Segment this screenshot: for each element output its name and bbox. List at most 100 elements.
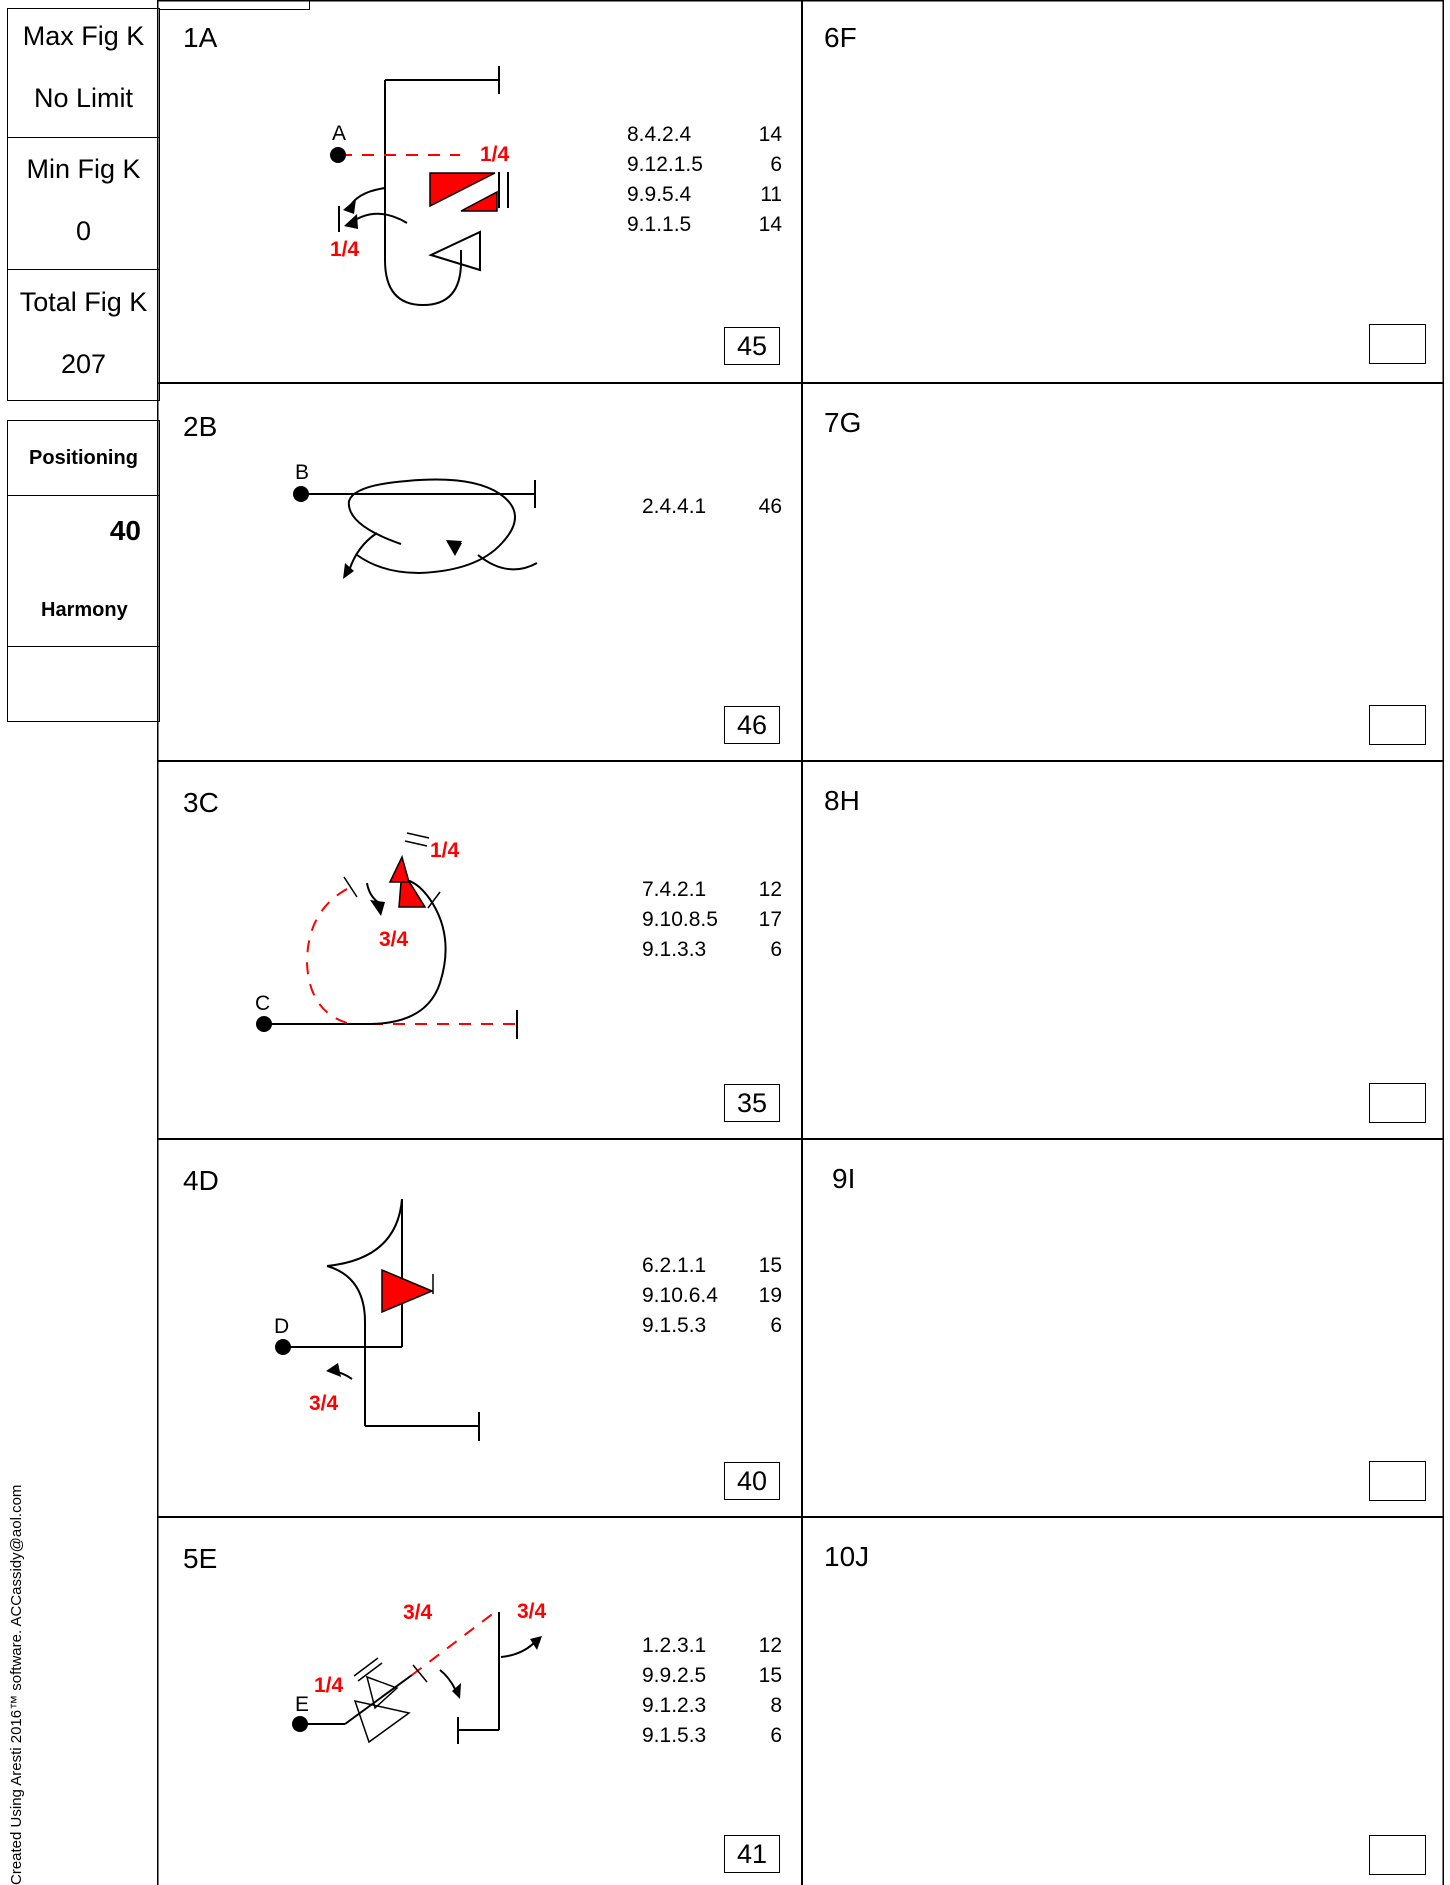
start-letter: E — [295, 1693, 310, 1716]
figure-k-total: 35 — [724, 1084, 780, 1122]
figure-panel-10J[interactable]: 10J — [802, 1517, 1444, 1885]
catalog-k: 14 — [758, 213, 782, 236]
positioning-value: 40 — [109, 515, 141, 546]
figure-number: 4D — [183, 1165, 219, 1196]
catalog-code: 9.1.2.3 — [642, 1694, 707, 1717]
figure-number: 8H — [824, 785, 860, 816]
catalog-k: 12 — [758, 878, 782, 901]
catalog-k: 14 — [758, 123, 782, 146]
start-dot — [330, 147, 346, 163]
roll-label: 1/4 — [330, 238, 360, 261]
catalog-k: 6 — [770, 938, 782, 961]
max-fig-k-value: No Limit — [33, 83, 134, 113]
catalog-code: 1.2.3.1 — [642, 1634, 707, 1657]
snap-roll-triangle — [381, 1268, 434, 1314]
catalog-row: 9.10.6.4 19 — [627, 1281, 782, 1311]
catalog-code: 7.4.2.1 — [642, 878, 707, 901]
figure-k-total — [1369, 324, 1426, 364]
roll-label: 1/4 — [314, 1674, 344, 1697]
divider — [8, 269, 159, 270]
roll-label: 3/4 — [517, 1600, 547, 1623]
catalog-k: 8 — [770, 1694, 782, 1717]
figure-panel-7G[interactable]: 7G — [802, 383, 1444, 761]
start-letter: B — [295, 461, 310, 484]
snap-roll-triangle — [429, 172, 496, 208]
figure-k-total — [1369, 1835, 1426, 1875]
summary-box: Max Fig K No Limit Min Fig K 0 Total Fig… — [7, 8, 160, 401]
catalog-code: 9.1.3.3 — [642, 938, 707, 961]
roll-label: 3/4 — [309, 1392, 339, 1415]
figure-2B-diagram — [293, 478, 538, 579]
catalog-k: 6 — [770, 153, 782, 176]
snap-roll-triangle — [388, 854, 410, 883]
catalog-k: 15 — [758, 1254, 782, 1277]
catalog-code: 9.12.1.5 — [627, 153, 703, 176]
figure-grid — [157, 0, 1444, 1885]
roll-label: 3/4 — [379, 928, 409, 951]
catalog-k: 17 — [758, 908, 782, 931]
start-letter: D — [274, 1315, 290, 1338]
catalog-code: 9.10.6.4 — [642, 1284, 718, 1307]
catalog-row: 9.1.1.5 14 — [627, 210, 782, 240]
snap-roll-triangle — [353, 1699, 411, 1744]
figure-4D-diagram — [275, 1198, 480, 1441]
figure-k-total — [1369, 1461, 1426, 1501]
start-letter: C — [255, 992, 271, 1015]
positioning-label: Positioning — [29, 447, 138, 469]
figure-panel-6F[interactable]: 6F — [802, 0, 1444, 383]
figure-panel-9I[interactable]: 9I — [802, 1139, 1444, 1517]
catalog-k: 11 — [760, 183, 782, 206]
figure-3C-diagram — [256, 832, 518, 1039]
catalog-k: 19 — [758, 1284, 782, 1307]
total-fig-k-value: 207 — [60, 349, 107, 379]
catalog-row: 9.1.2.3 8 — [627, 1691, 782, 1721]
positioning-box: Positioning 40 Harmony — [7, 420, 160, 722]
catalog-code: 9.9.2.5 — [642, 1664, 707, 1687]
harmony-label: Harmony — [41, 599, 128, 621]
figure-k-total: 40 — [724, 1462, 780, 1500]
catalog-row: 9.12.1.5 6 — [627, 150, 782, 180]
catalog-list: 7.4.2.1 12 9.10.8.5 17 9.1.3.3 6 — [627, 875, 782, 965]
figure-number: 10J — [824, 1541, 870, 1572]
figure-number: 6F — [824, 22, 857, 53]
figure-number: 7G — [824, 407, 862, 438]
figure-panel-8H[interactable]: 8H — [802, 761, 1444, 1139]
snap-roll-triangle — [428, 230, 481, 272]
figure-number: 3C — [183, 787, 219, 818]
roll-label: 1/4 — [480, 143, 510, 166]
figure-k-total — [1369, 1083, 1426, 1123]
snap-roll-triangle — [460, 190, 498, 212]
snap-roll-triangle — [365, 1675, 399, 1710]
catalog-code: 9.10.8.5 — [642, 908, 718, 931]
catalog-row: 7.4.2.1 12 — [627, 875, 782, 905]
catalog-code: 9.1.1.5 — [627, 213, 692, 236]
min-fig-k-value: 0 — [75, 216, 92, 246]
divider — [8, 495, 159, 496]
catalog-row: 1.2.3.1 12 — [627, 1631, 782, 1661]
figure-k-total — [1369, 705, 1426, 745]
catalog-row: 9.1.5.3 6 — [627, 1721, 782, 1751]
catalog-k: 46 — [758, 495, 782, 518]
total-fig-k-label: Total Fig K — [19, 287, 148, 317]
catalog-k: 6 — [770, 1724, 782, 1747]
catalog-code: 9.1.5.3 — [642, 1724, 707, 1747]
figure-1A-diagram — [330, 66, 509, 307]
catalog-k: 12 — [758, 1634, 782, 1657]
figure-number: 9I — [832, 1163, 856, 1194]
